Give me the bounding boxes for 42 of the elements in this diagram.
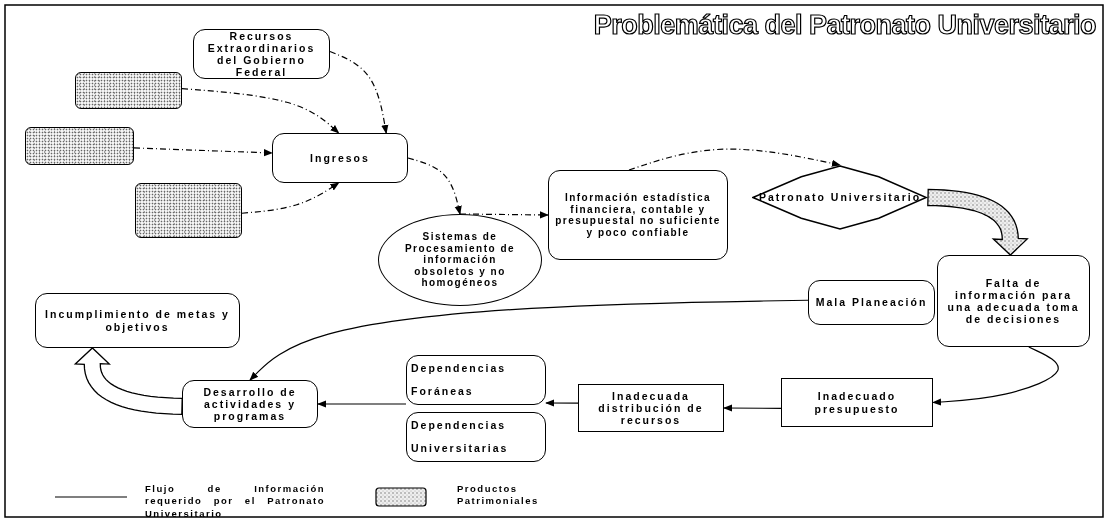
process-box (406, 412, 546, 462)
node-label: Ingresos (310, 151, 370, 165)
process-box (406, 355, 546, 405)
node-label: Dependencias Universitarias (411, 417, 510, 456)
title: Problemática del Patronato Universitario (593, 10, 1096, 41)
process-rect (578, 384, 724, 432)
textured-box (135, 183, 242, 238)
node-label: Inadecuada distribución de recursos (597, 389, 705, 427)
arrow (133, 147, 273, 157)
node-label: Información estadística financiera, contable y presupuestal no suficiente y poco confiable (555, 192, 721, 238)
node-label: Incumplimiento de metas y objetivos (44, 308, 231, 333)
arrow (181, 88, 340, 134)
node-label: Mala Planeación (815, 296, 928, 309)
process-box (182, 380, 318, 428)
node-label: Recursos Extraordinarios del Gobierno Federal (206, 29, 317, 79)
node-label: Sistemas de Procesamiento de información obsoletos y no homogéneos (403, 231, 517, 289)
process-rect (781, 378, 933, 427)
arrow (932, 346, 1059, 406)
arrow (628, 148, 841, 171)
node-label: Falta de información para una adecuada toma de decisiones (946, 276, 1081, 326)
process-box (35, 293, 240, 348)
arrow (545, 399, 579, 407)
process-box (808, 280, 935, 325)
node-label: Patronato Universitario (758, 191, 922, 204)
process-box (272, 133, 408, 183)
process-box (548, 170, 728, 260)
node-label: Inadecuado presupuesto (813, 390, 901, 415)
arrow (317, 400, 407, 408)
arrow (329, 50, 389, 134)
textured-box (25, 127, 134, 165)
node-label: Dependencias Foráneas (411, 360, 508, 399)
legend-label: Productos Patrimoniales (457, 483, 540, 508)
process-box (193, 29, 330, 79)
legend-label: Flujo de Información requerido por el Patronato Universitario (145, 483, 325, 521)
node-label: Desarrollo de actividades y programas (202, 385, 298, 423)
arrow (241, 182, 340, 214)
process-box (937, 255, 1090, 347)
arrow (249, 299, 809, 381)
star-shape (752, 165, 928, 230)
textured-box (75, 72, 182, 109)
arrow (723, 404, 782, 412)
arrow (407, 157, 462, 215)
